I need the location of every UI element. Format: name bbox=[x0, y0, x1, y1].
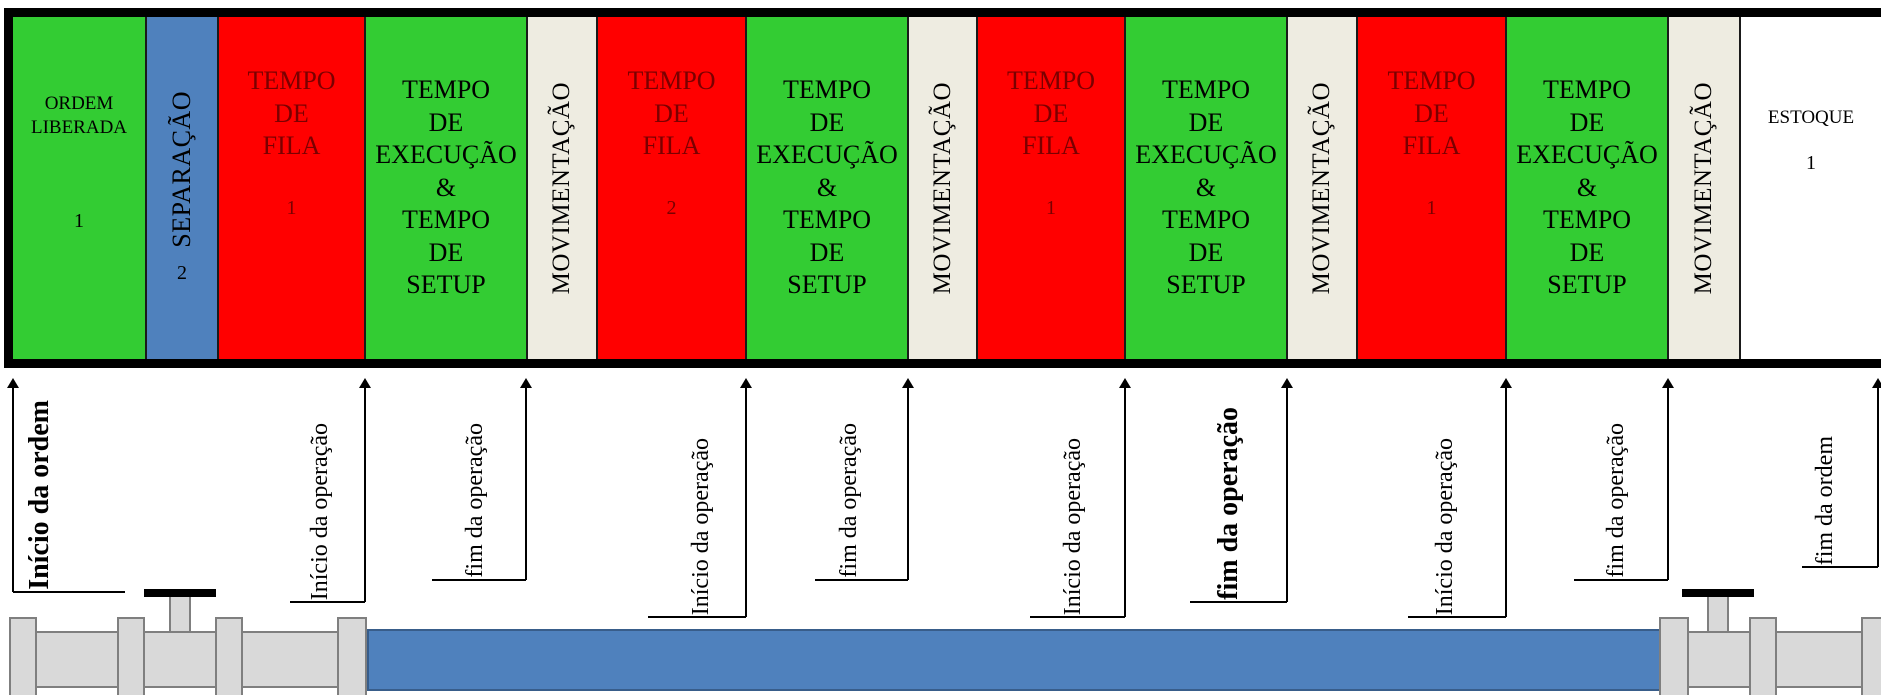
segment-13: TEMPO DE EXECUÇÃO & TEMPO DE SETUP bbox=[1507, 17, 1669, 359]
marker-arrow bbox=[1802, 378, 1881, 568]
marker-arrow bbox=[290, 378, 371, 603]
valve-stem bbox=[169, 595, 191, 633]
segment-12: TEMPO DE FILA 1 bbox=[1358, 17, 1507, 359]
segment-3: TEMPO DE FILA 1 bbox=[219, 17, 366, 359]
segment-7: TEMPO DE EXECUÇÃO & TEMPO DE SETUP bbox=[747, 17, 909, 359]
segment-number: 1 bbox=[74, 209, 84, 232]
valve-handle bbox=[1682, 589, 1754, 597]
valve-handle bbox=[144, 589, 216, 597]
segment-number: 2 bbox=[666, 196, 677, 219]
segment-4: TEMPO DE EXECUÇÃO & TEMPO DE SETUP bbox=[366, 17, 528, 359]
marker-arrow bbox=[648, 378, 752, 618]
marker-arrow bbox=[1190, 378, 1293, 603]
segment-number: 1 bbox=[1426, 196, 1437, 219]
segment-1: ORDEM LIBERADA 1 bbox=[13, 17, 147, 359]
segment-14: MOVIMENTAÇÃO bbox=[1669, 17, 1741, 359]
pipe-left bbox=[9, 631, 371, 688]
valve-stem bbox=[1707, 595, 1729, 633]
segment-label: TEMPO DE EXECUÇÃO & TEMPO DE SETUP bbox=[1135, 75, 1277, 300]
pipe-flange bbox=[215, 617, 243, 695]
pipe-flange bbox=[117, 617, 145, 695]
segment-label: TEMPO DE EXECUÇÃO & TEMPO DE SETUP bbox=[756, 75, 898, 300]
segment-10: TEMPO DE EXECUÇÃO & TEMPO DE SETUP bbox=[1126, 17, 1288, 359]
segment-label: TEMPO DE EXECUÇÃO & TEMPO DE SETUP bbox=[1516, 75, 1658, 300]
pipe-flange bbox=[1749, 617, 1777, 695]
segment-label: TEMPO DE FILA bbox=[1387, 66, 1476, 160]
pipe-blue bbox=[367, 629, 1669, 691]
segment-label: TEMPO DE FILA bbox=[247, 66, 336, 160]
marker-arrow bbox=[7, 378, 125, 593]
segment-label: TEMPO DE FILA bbox=[627, 66, 716, 160]
segment-number: 1 bbox=[1046, 196, 1056, 219]
segment-label: TEMPO DE FILA bbox=[1006, 66, 1096, 160]
segment-8: MOVIMENTAÇÃO bbox=[909, 17, 978, 359]
pipe-flange bbox=[1861, 617, 1881, 695]
pipe-flange bbox=[1659, 617, 1689, 695]
pipe-flange bbox=[9, 617, 37, 695]
segment-5: MOVIMENTAÇÃO bbox=[528, 17, 598, 359]
segment-number: 2 bbox=[177, 261, 187, 284]
segment-6: TEMPO DE FILA 2 bbox=[598, 17, 747, 359]
marker-arrow bbox=[1408, 378, 1512, 618]
segment-number: 1 bbox=[286, 196, 297, 219]
segment-label: TEMPO DE EXECUÇÃO & TEMPO DE SETUP bbox=[375, 75, 517, 300]
marker-arrow bbox=[815, 378, 914, 581]
pipe-flange bbox=[337, 617, 367, 695]
segment-band-outline bbox=[4, 8, 1881, 368]
segment-9: TEMPO DE FILA 1 bbox=[978, 17, 1126, 359]
segment-label: ORDEM LIBERADA bbox=[30, 93, 128, 138]
segment-11: MOVIMENTAÇÃO bbox=[1288, 17, 1358, 359]
segment-number: 1 bbox=[1806, 151, 1816, 174]
segment-label: ESTOQUE bbox=[1767, 107, 1855, 128]
marker-arrow bbox=[1574, 378, 1674, 581]
marker-arrow bbox=[1030, 378, 1131, 618]
marker-arrow bbox=[432, 378, 532, 581]
segment-15: ESTOQUE 1 bbox=[1741, 17, 1881, 359]
